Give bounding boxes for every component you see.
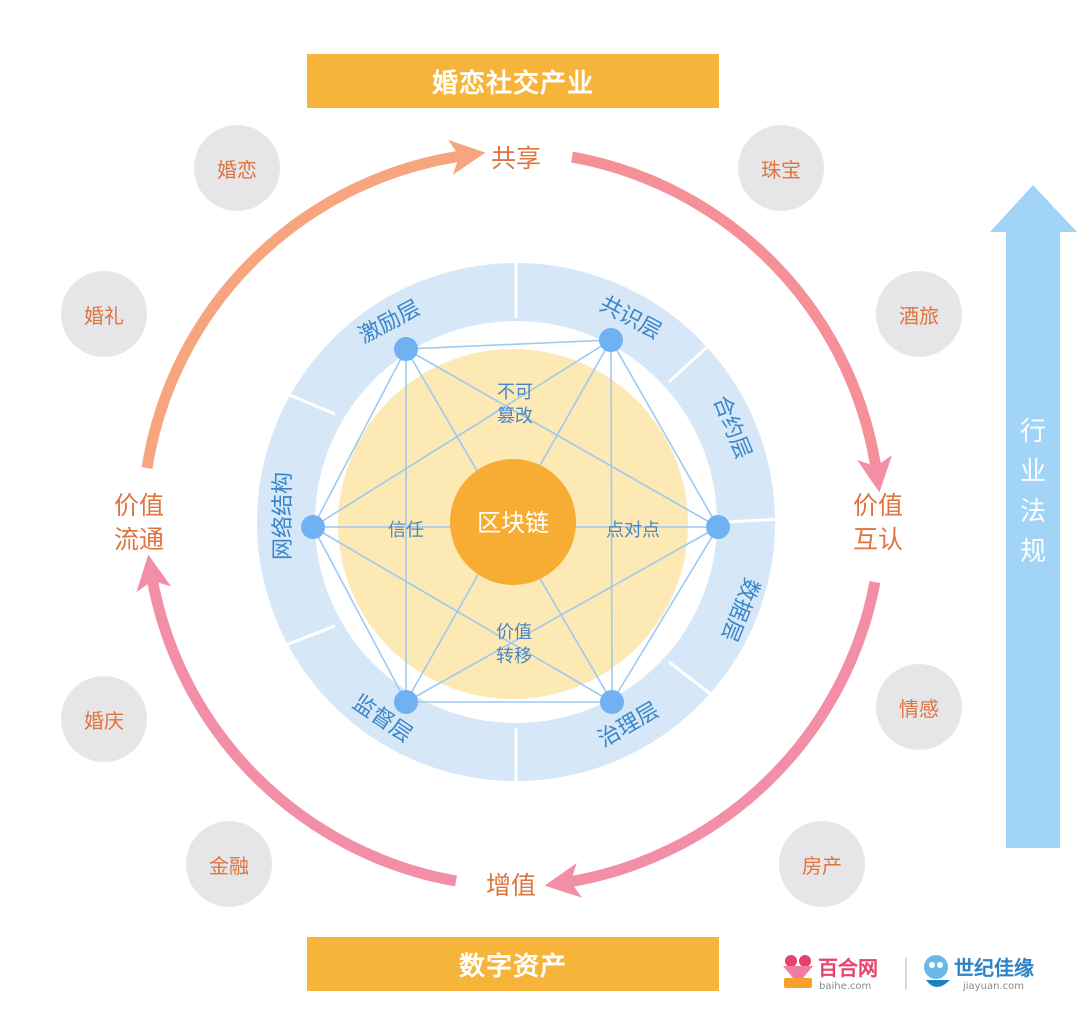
digital-asset-banner: 数字资产	[307, 937, 719, 991]
network-node	[394, 337, 418, 361]
property-value-transfer-2: 转移	[496, 646, 532, 667]
blockchain-label: 区块链	[477, 509, 549, 537]
industry-bubble-emotion: 情感	[876, 664, 962, 750]
regulation-arrow	[990, 185, 1077, 848]
cycle-circulation-2: 流通	[114, 525, 164, 554]
property-immutable-2: 篡改	[497, 405, 533, 427]
blockchain-center	[450, 459, 576, 585]
network-node	[599, 328, 623, 352]
cycle-mutual-recognition-2: 互认	[853, 525, 903, 554]
cycle-arrow-right-bottom	[544, 580, 881, 898]
cycle-mutual-recognition-1: 价值	[853, 491, 903, 520]
property-value-transfer-1: 价值	[496, 622, 532, 643]
industry-banner: 婚恋社交产业	[307, 54, 719, 108]
jiayuan-domain: jiayuan.com	[962, 981, 1024, 992]
network-node	[600, 690, 624, 714]
baihe-name: 百合网	[818, 956, 878, 980]
ring-dividers	[277, 258, 783, 786]
jiayuan-logo-mark	[924, 955, 950, 987]
cycle-appreciation: 增值	[486, 871, 536, 900]
network-node	[301, 515, 325, 539]
industry-bubble-marriage: 婚恋	[194, 125, 280, 211]
industry-bubble-real-estate: 房产	[779, 821, 865, 907]
cycle-arrow-left-top	[141, 139, 486, 469]
cycle-share: 共享	[491, 144, 541, 173]
property-immutable-1: 不可	[497, 382, 533, 403]
regulation-label: 行业法规	[1019, 417, 1046, 567]
jiayuan-name: 世纪佳缘	[954, 956, 1034, 980]
industry-bubble-finance: 金融	[186, 821, 272, 907]
cycle-arrow-left-bottom	[136, 554, 457, 887]
network-node	[706, 515, 730, 539]
baihe-logo-mark	[783, 955, 813, 988]
property-trust: 信任	[388, 520, 424, 541]
baihe-domain: baihe.com	[819, 981, 871, 992]
industry-bubble-wedding-celebration: 婚庆	[61, 676, 147, 762]
cycle-arrow-right-top	[571, 151, 893, 493]
industry-bubble-jewelry: 珠宝	[738, 125, 824, 211]
property-peer-to-peer: 点对点	[606, 520, 660, 541]
industry-bubble-wedding: 婚礼	[61, 271, 147, 357]
network-node	[394, 690, 418, 714]
cycle-circulation-1: 价值	[114, 491, 164, 520]
layer-network: 网络结构	[271, 472, 296, 560]
industry-bubble-hotel-travel: 酒旅	[876, 271, 962, 357]
